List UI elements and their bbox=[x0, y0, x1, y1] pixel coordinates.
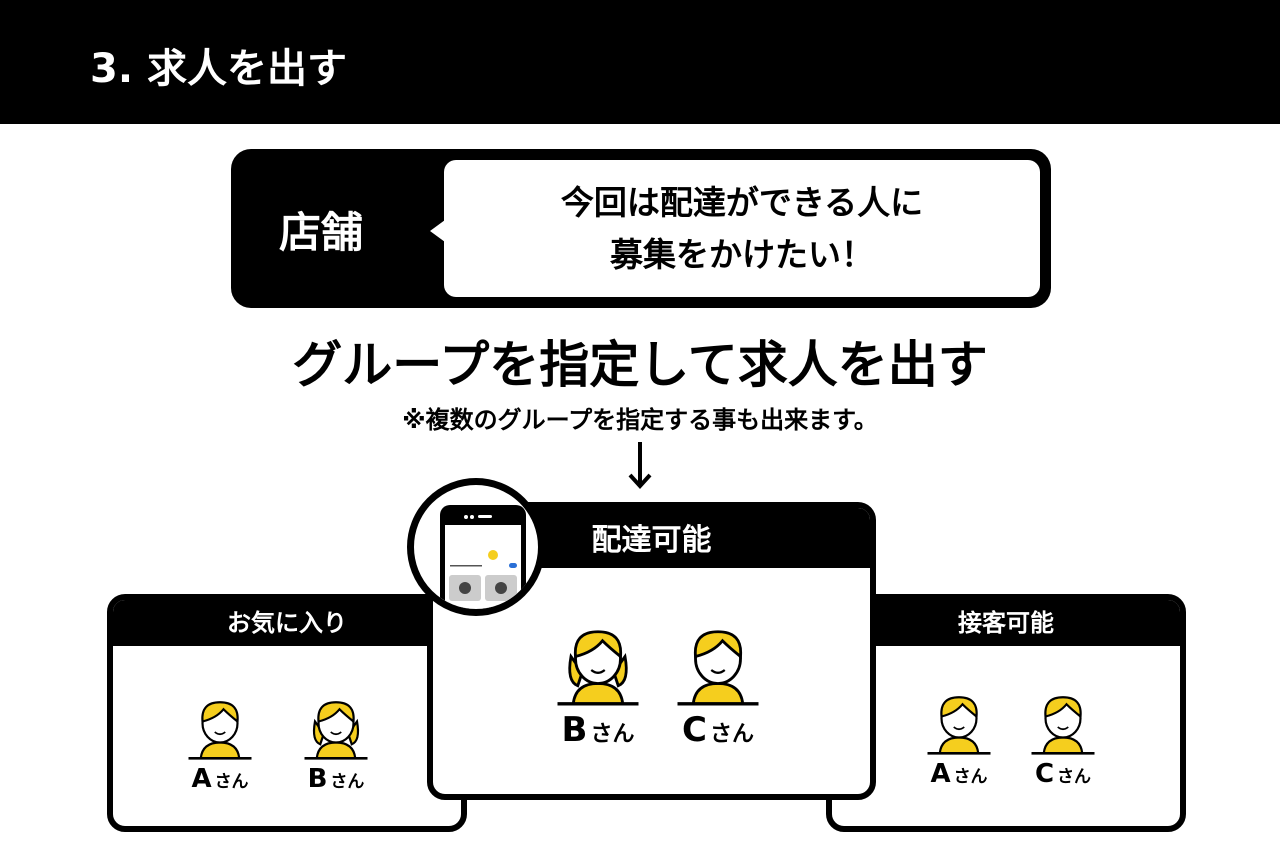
member-suffix: さん bbox=[330, 772, 365, 792]
speech-bubble: 今回は配達ができる人に 募集をかけたい！ bbox=[430, 160, 1040, 297]
smartphone-icon bbox=[440, 505, 526, 609]
person-avatar-icon bbox=[557, 630, 639, 706]
person-avatar-icon bbox=[677, 630, 759, 706]
member-suffix: さん bbox=[1057, 767, 1092, 787]
member-letter: C bbox=[1034, 759, 1055, 789]
person-avatar-icon bbox=[1031, 696, 1095, 755]
person-avatar-icon bbox=[188, 701, 252, 760]
group-title: お気に入り bbox=[113, 600, 461, 646]
note: ※複数のグループを指定する事も出来ます。 bbox=[402, 406, 878, 434]
person-avatar-icon bbox=[304, 701, 368, 760]
header-bar: 3. 求人を出す bbox=[0, 0, 1280, 124]
member-suffix: さん bbox=[709, 722, 754, 747]
member-suffix: さん bbox=[953, 767, 988, 787]
headline: グループを指定して求人を出す bbox=[292, 336, 988, 394]
page-title: 3. 求人を出す bbox=[90, 46, 347, 92]
member-letter: A bbox=[191, 764, 212, 794]
member-letter: A bbox=[930, 759, 951, 789]
member-letter: B bbox=[561, 710, 588, 750]
member-suffix: さん bbox=[214, 772, 249, 792]
group-title: 接客可能 bbox=[832, 600, 1180, 646]
phone-app-illustration bbox=[407, 478, 545, 616]
person-avatar-icon bbox=[927, 696, 991, 755]
speech-line-2: 募集をかけたい！ bbox=[610, 234, 874, 274]
member-letter: C bbox=[682, 710, 707, 750]
store-box: 店舗 今回は配達ができる人に 募集をかけたい！ bbox=[231, 149, 1051, 308]
arrow-down-icon bbox=[628, 442, 652, 489]
store-label: 店舗 bbox=[279, 208, 364, 257]
member-letter: B bbox=[307, 764, 328, 794]
member-suffix: さん bbox=[590, 722, 635, 747]
speech-line-1: 今回は配達ができる人に bbox=[560, 182, 924, 222]
